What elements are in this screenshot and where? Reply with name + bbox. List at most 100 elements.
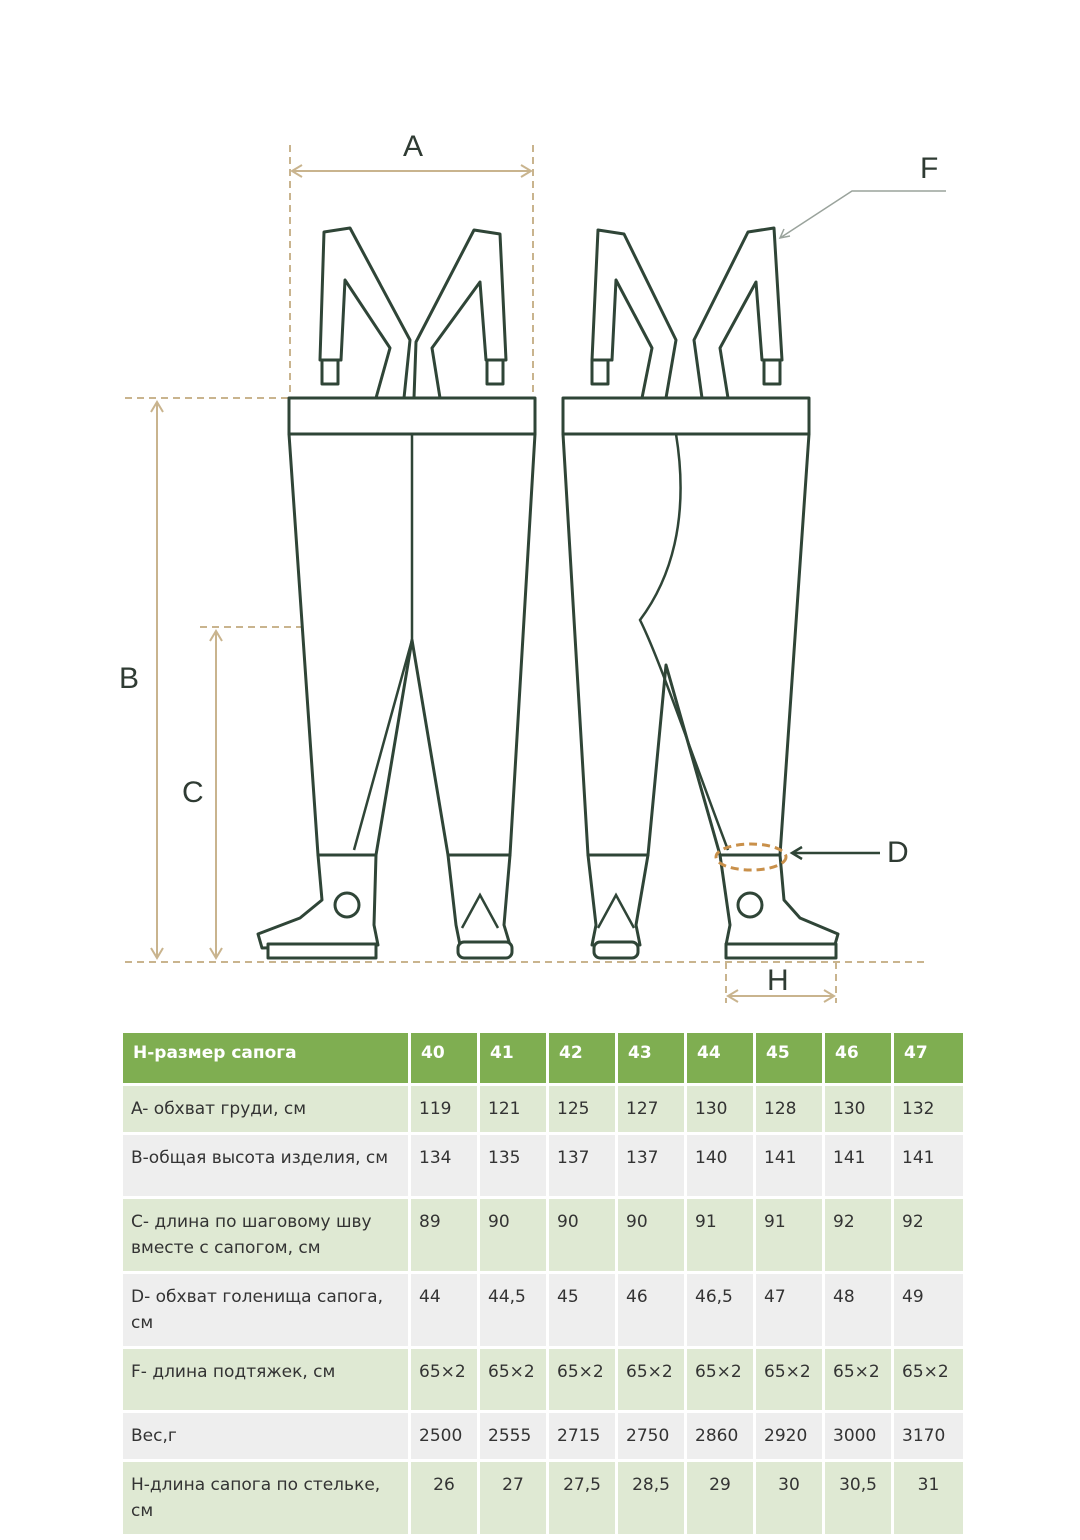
size-header: 43 <box>615 1030 687 1086</box>
label-b: B <box>119 662 139 695</box>
table-cell: 90 <box>477 1196 549 1274</box>
table-cell: 44 <box>408 1271 480 1349</box>
table-cell: 3000 <box>822 1410 894 1462</box>
label-f: F <box>920 152 938 185</box>
table-cell: 30 <box>753 1459 825 1537</box>
label-a: A <box>403 130 423 163</box>
waders-diagram: A B C <box>119 130 946 1003</box>
table-cell: 27,5 <box>546 1459 618 1537</box>
table-row: H-длина сапога по стельке, см 26 27 27,5… <box>120 1459 966 1537</box>
row-label: F- длина подтяжек, см <box>120 1346 411 1413</box>
table-row: F- длина подтяжек, см 65×2 65×2 65×2 65×… <box>120 1346 966 1413</box>
table-cell: 2555 <box>477 1410 549 1462</box>
table-cell: 128 <box>753 1083 825 1135</box>
table-cell: 29 <box>684 1459 756 1537</box>
table-cell: 3170 <box>891 1410 966 1462</box>
chest-band <box>287 396 537 436</box>
dimension-h: H <box>725 962 837 1003</box>
table-cell: 135 <box>477 1132 549 1199</box>
left-buckle <box>320 358 340 386</box>
table-cell: 141 <box>891 1132 966 1199</box>
right-boot <box>446 853 512 947</box>
table-cell: 65×2 <box>615 1346 687 1413</box>
label-h: H <box>767 964 789 997</box>
dimension-b: B <box>119 397 925 963</box>
table-row: B-общая высота изделия, см 134 135 137 1… <box>120 1132 966 1199</box>
row-label: B-общая высота изделия, см <box>120 1132 411 1199</box>
back-right-boot-sole <box>724 942 838 960</box>
dimension-f: F <box>778 152 946 240</box>
table-row: A- обхват груди, см 119 121 125 127 130 … <box>120 1083 966 1135</box>
table-cell: 134 <box>408 1132 480 1199</box>
size-header: 47 <box>891 1030 966 1086</box>
table-cell: 44,5 <box>477 1271 549 1349</box>
table-cell: 141 <box>822 1132 894 1199</box>
table-cell: 121 <box>477 1083 549 1135</box>
table-row: C- длина по шаговому шву вместе с сапого… <box>120 1196 966 1274</box>
table-cell: 26 <box>408 1459 480 1537</box>
table-cell: 137 <box>546 1132 618 1199</box>
table-cell: 92 <box>822 1196 894 1274</box>
table-cell: 90 <box>615 1196 687 1274</box>
table-cell: 65×2 <box>891 1346 966 1413</box>
row-label: C- длина по шаговому шву вместе с сапого… <box>120 1196 411 1274</box>
size-header: 41 <box>477 1030 549 1086</box>
label-c: C <box>182 776 204 809</box>
table-cell: 46 <box>615 1271 687 1349</box>
table-cell: 2860 <box>684 1410 756 1462</box>
table-cell: 46,5 <box>684 1271 756 1349</box>
dimension-a: A <box>289 130 534 398</box>
table-cell: 48 <box>822 1271 894 1349</box>
table-cell: 130 <box>684 1083 756 1135</box>
table-cell: 2500 <box>408 1410 480 1462</box>
back-right-suspender <box>692 226 784 400</box>
left-boot-sole <box>266 942 378 960</box>
size-header: 40 <box>408 1030 480 1086</box>
table-cell: 28,5 <box>615 1459 687 1537</box>
label-d: D <box>887 836 909 869</box>
row-label: Вес,г <box>120 1410 411 1462</box>
size-header: 46 <box>822 1030 894 1086</box>
table-cell: 2920 <box>753 1410 825 1462</box>
table-cell: 2715 <box>546 1410 618 1462</box>
table-cell: 130 <box>822 1083 894 1135</box>
table-cell: 65×2 <box>684 1346 756 1413</box>
table-cell: 125 <box>546 1083 618 1135</box>
table-cell: 65×2 <box>753 1346 825 1413</box>
table-row: D- обхват голенища сапога, см 44 44,5 45… <box>120 1271 966 1349</box>
table-cell: 141 <box>753 1132 825 1199</box>
table-cell: 91 <box>753 1196 825 1274</box>
right-suspender <box>412 228 508 400</box>
size-header: 44 <box>684 1030 756 1086</box>
back-chest-band <box>561 396 811 436</box>
table-cell: 92 <box>891 1196 966 1274</box>
table-row: Вес,г 2500 2555 2715 2750 2860 2920 3000… <box>120 1410 966 1462</box>
table-cell: 65×2 <box>408 1346 480 1413</box>
row-label: D- обхват голенища сапога, см <box>120 1271 411 1349</box>
table-cell: 91 <box>684 1196 756 1274</box>
size-header: 45 <box>753 1030 825 1086</box>
table-cell: 65×2 <box>477 1346 549 1413</box>
table-header-row: H-размер сапога 40 41 42 43 44 45 46 47 <box>120 1030 966 1086</box>
table-cell: 65×2 <box>546 1346 618 1413</box>
table-cell: 2750 <box>615 1410 687 1462</box>
table-cell: 127 <box>615 1083 687 1135</box>
table-cell: 119 <box>408 1083 480 1135</box>
table-cell: 27 <box>477 1459 549 1537</box>
left-boot <box>256 853 380 950</box>
header-label: H-размер сапога <box>120 1030 411 1086</box>
table-cell: 137 <box>615 1132 687 1199</box>
table-cell: 89 <box>408 1196 480 1274</box>
table-cell: 140 <box>684 1132 756 1199</box>
trousers-back <box>561 432 811 857</box>
table-cell: 65×2 <box>822 1346 894 1413</box>
waders-back-view <box>561 226 840 960</box>
size-header: 42 <box>546 1030 618 1086</box>
table-cell: 132 <box>891 1083 966 1135</box>
table-cell: 45 <box>546 1271 618 1349</box>
waders-front-view <box>256 226 537 960</box>
row-label: A- обхват груди, см <box>120 1083 411 1135</box>
right-buckle <box>485 358 505 386</box>
table-cell: 47 <box>753 1271 825 1349</box>
dimension-d: D <box>714 836 909 872</box>
